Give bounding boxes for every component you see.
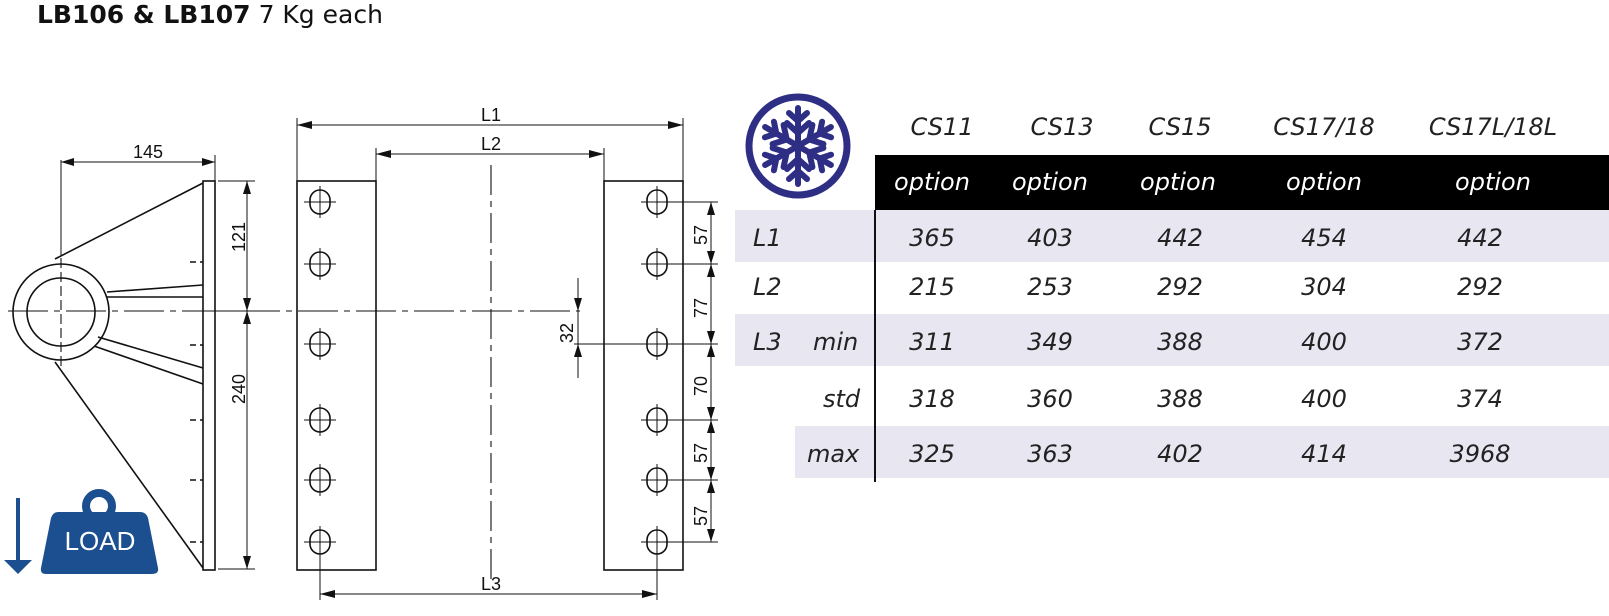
dimension-table: CS11 CS13 CS15 CS17/18 CS17L/18L option … — [735, 97, 1609, 497]
column-header: CS15 — [1148, 113, 1212, 141]
table-cell: 454 — [1301, 224, 1347, 252]
dim-57-mid-label: 57 — [691, 443, 711, 463]
dim-57-bottom-label: 57 — [691, 506, 711, 526]
table-cell: 414 — [1301, 440, 1347, 468]
column-header: CS17/18 — [1273, 113, 1375, 141]
column-header: CS17L/18L — [1428, 113, 1558, 141]
option-label: option — [894, 168, 970, 196]
row-label-l1: L1 — [753, 224, 782, 252]
left-holes — [309, 189, 331, 555]
row-band — [795, 426, 1609, 478]
table-divider — [874, 210, 876, 482]
table-cell: 215 — [909, 273, 955, 301]
row-sublabel-std: std — [823, 385, 861, 413]
dim-L1-label: L1 — [481, 105, 501, 125]
table-cell: 374 — [1457, 385, 1503, 413]
table-cell: 400 — [1301, 328, 1347, 356]
option-label: option — [1140, 168, 1216, 196]
dim-121-label: 121 — [229, 222, 249, 252]
dim-32-label: 32 — [557, 323, 577, 343]
dim-70-label: 70 — [691, 376, 711, 396]
dim-L2-label: L2 — [481, 134, 501, 154]
table-cell: 325 — [909, 440, 955, 468]
row-label-l2: L2 — [753, 273, 782, 301]
dim-77-label: 77 — [691, 298, 711, 318]
option-label: option — [1455, 168, 1531, 196]
column-header: CS11 — [910, 113, 974, 141]
table-cell: 402 — [1157, 440, 1203, 468]
column-header: CS13 — [1030, 113, 1094, 141]
load-label: LOAD — [65, 526, 136, 556]
right-plate — [603, 180, 684, 571]
table-cell: 253 — [1027, 273, 1073, 301]
row-sublabel-min: min — [813, 328, 859, 356]
dim-145-label: 145 — [133, 142, 163, 162]
table-cell: 442 — [1457, 224, 1503, 252]
table-cell: 292 — [1457, 273, 1503, 301]
table-cell: 388 — [1157, 385, 1203, 413]
load-weight-icon: LOAD — [4, 489, 159, 574]
option-header-bar: option option option option option — [875, 155, 1609, 210]
weight-label: 7 Kg each — [258, 0, 383, 29]
table-cell: 318 — [909, 385, 955, 413]
table-cell: 365 — [909, 224, 955, 252]
snowflake-icon — [745, 93, 851, 199]
table-cell: 400 — [1301, 385, 1347, 413]
down-arrow-icon — [4, 560, 32, 574]
row-band — [735, 210, 1609, 262]
right-holes — [646, 189, 668, 555]
option-label: option — [1012, 168, 1088, 196]
table-cell: 3968 — [1449, 440, 1511, 468]
table-cell: 311 — [909, 328, 955, 356]
option-label: option — [1286, 168, 1362, 196]
row-label-l3: L3 — [753, 328, 782, 356]
table-cell: 363 — [1027, 440, 1073, 468]
table-cell: 292 — [1157, 273, 1203, 301]
technical-drawing: 145 121 240 L1 L2 L3 32 57 77 70 57 57 — [8, 105, 718, 600]
table-cell: 372 — [1457, 328, 1503, 356]
side-mount-plate — [202, 180, 216, 571]
table-cell: 360 — [1027, 385, 1073, 413]
left-plate — [296, 180, 377, 571]
row-band — [735, 314, 1609, 366]
table-cell: 442 — [1157, 224, 1203, 252]
table-cell: 304 — [1301, 273, 1347, 301]
row-sublabel-max: max — [807, 440, 860, 468]
dim-240-label: 240 — [229, 374, 249, 404]
dim-57-top-label: 57 — [691, 225, 711, 245]
dim-L3-label: L3 — [481, 574, 501, 594]
table-cell: 349 — [1027, 328, 1073, 356]
table-cell: 403 — [1027, 224, 1073, 252]
model-names: LB106 & LB107 — [37, 0, 251, 29]
table-cell: 388 — [1157, 328, 1203, 356]
